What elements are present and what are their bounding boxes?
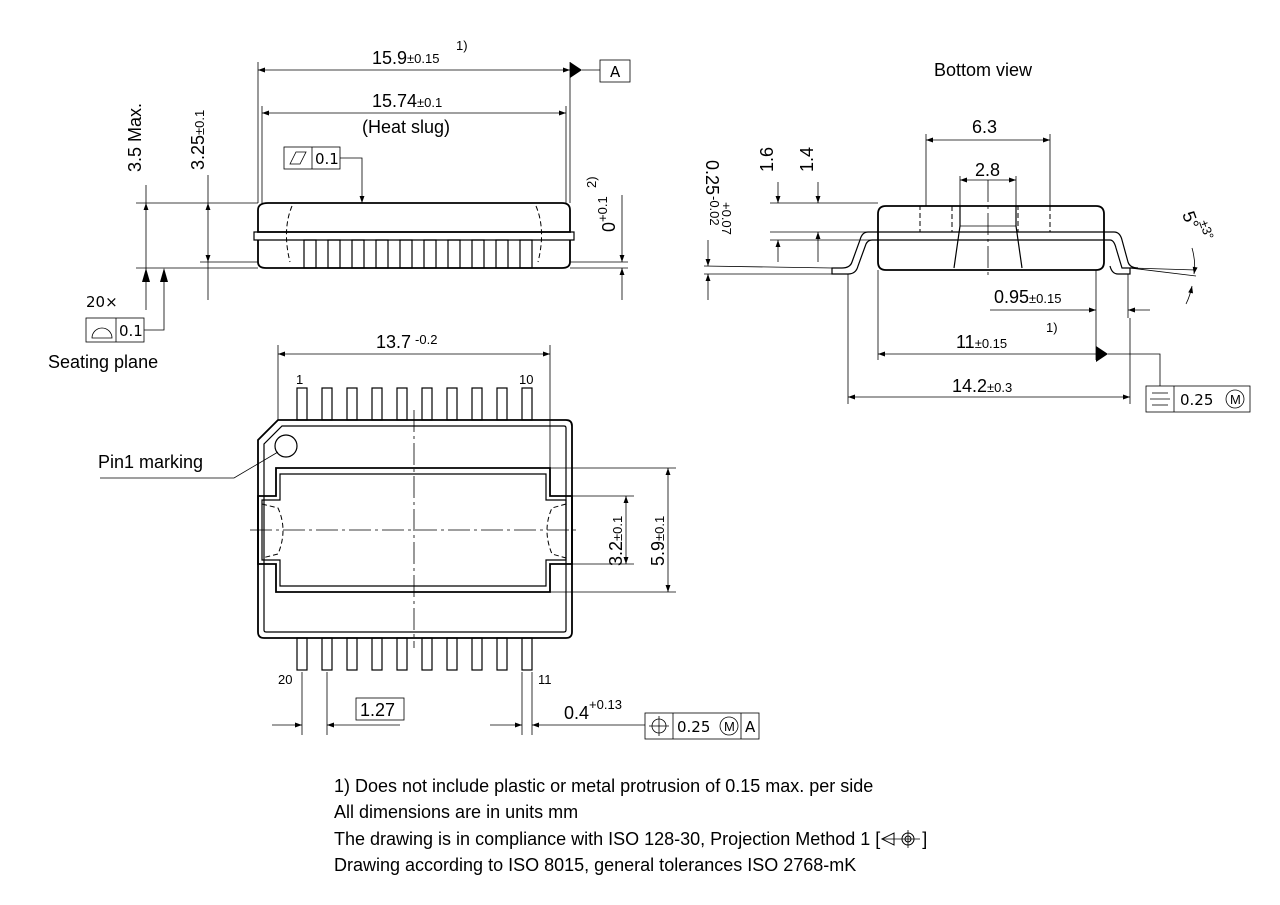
note-1: 1) Does not include plastic or metal pro… — [334, 776, 874, 796]
symmetry-mmc: M — [1230, 392, 1241, 407]
projection-method-icon — [881, 830, 921, 848]
dim-0-4: 0.4+0.13 — [564, 697, 622, 723]
position-value: 0.25 — [677, 718, 710, 736]
dim-1-27-box — [355, 697, 405, 721]
notes-block: 1) Does not include plastic or metal pro… — [334, 773, 927, 878]
datum-a-label: A — [610, 63, 621, 81]
dim-1-4: 1.4 — [797, 147, 817, 172]
mmc-icon — [719, 716, 739, 736]
dim-5deg-tol: ±3° — [1196, 218, 1217, 242]
dim-1-6: 1.6 — [757, 147, 777, 172]
datum-a-frame — [599, 59, 631, 83]
dim-2-8: 2.8 — [975, 160, 1000, 180]
footnote-mark-2: 2) — [584, 176, 599, 188]
dim-5-9: 5.9±0.1 — [648, 516, 668, 566]
footnote-mark-end: 1) — [1046, 320, 1058, 335]
dim-3-2: 3.2±0.1 — [606, 516, 626, 566]
pin1-marking-circle — [274, 434, 298, 458]
pin-11-label: 11 — [538, 672, 552, 687]
dim-3-25: 3.25±0.1 — [188, 110, 208, 170]
pin-20-label: 20 — [278, 672, 292, 687]
flatness-value: 0.1 — [315, 150, 339, 168]
count-20x: 20× — [86, 293, 118, 311]
note-3-tail: ] — [922, 829, 928, 849]
symmetry-frame — [1145, 385, 1251, 413]
dim-14-2: 14.2±0.3 — [952, 376, 1012, 396]
dim-6-3: 6.3 — [972, 117, 997, 137]
mmc-icon-end — [1225, 389, 1245, 409]
flatness-icon — [289, 151, 307, 165]
position-mmc: M — [724, 719, 735, 734]
footnote-mark: 1) — [456, 38, 468, 53]
note-3: The drawing is in compliance with ISO 12… — [334, 825, 927, 852]
side-view: 15.9±0.15 1) A 15.74±0.1 (Heat slug) 0.1… — [48, 38, 631, 372]
seating-plane-label: Seating plane — [48, 352, 158, 372]
dim-15-9: 15.9±0.15 — [372, 48, 439, 68]
bottom-view-title: Bottom view — [934, 60, 1033, 80]
dim-0-95: 0.95±0.15 — [994, 287, 1061, 307]
profile-value: 0.1 — [119, 322, 143, 340]
heat-slug-label: (Heat slug) — [362, 117, 450, 137]
note-4: Drawing according to ISO 8015, general t… — [334, 855, 857, 875]
dim-3-5-max: 3.5 Max. — [125, 103, 145, 172]
symmetry-icon — [1150, 392, 1170, 406]
dim-15-74: 15.74±0.1 — [372, 91, 442, 111]
dim-0-25-tol-hi: +0.07 — [719, 202, 734, 235]
pin-10-label: 10 — [519, 372, 533, 387]
profile-icon — [91, 327, 113, 339]
position-datum: A — [745, 718, 756, 736]
dim-0: 0+0.1 — [595, 196, 619, 232]
dim-0-25-tol-lo: -0.02 — [707, 196, 722, 226]
pin-1-label: 1 — [296, 372, 303, 387]
dim-0-25: 0.25 — [702, 160, 722, 195]
note-2: All dimensions are in units mm — [334, 802, 579, 822]
dim-5deg: 5° — [1178, 209, 1203, 232]
note-3-text: The drawing is in compliance with ISO 12… — [334, 829, 881, 849]
dim-1-27: 1.27 — [360, 700, 395, 720]
symmetry-value: 0.25 — [1180, 391, 1213, 409]
position-frame — [644, 712, 760, 740]
top-view: 1 10 20 11 13.7-0.2 Pin1 marking 3.2±0.1… — [98, 332, 760, 740]
dim-13-7: 13.7-0.2 — [376, 332, 437, 352]
pin1-marking-label: Pin1 marking — [98, 452, 203, 472]
dim-11: 11±0.15 — [956, 332, 1007, 352]
end-view: Bottom view 6.3 2.8 1.6 — [702, 60, 1251, 413]
